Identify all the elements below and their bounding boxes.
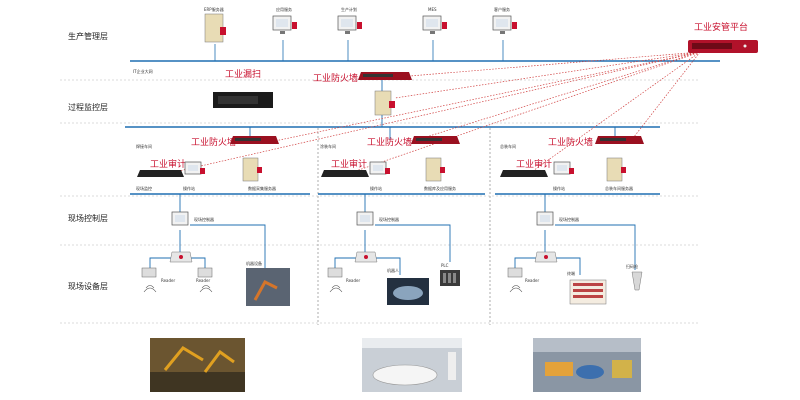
scan-label: 工业漏扫	[225, 68, 261, 80]
device-label: Reader	[161, 278, 176, 283]
workstation-icon	[184, 161, 205, 175]
layer-label-field-device: 现场设备层	[68, 281, 108, 291]
connector	[552, 257, 581, 275]
management-link	[349, 51, 701, 174]
firewall-icon	[595, 136, 644, 144]
layer-label-production: 生产管理层	[68, 31, 108, 41]
management-link	[409, 51, 701, 143]
device-label: Reader	[525, 278, 540, 283]
server-icon	[425, 157, 445, 182]
firewall-label: 工业防火墙	[367, 136, 412, 148]
firewall-label: 工业防火墙	[191, 136, 236, 148]
connector	[555, 224, 636, 270]
welding-line-photo	[150, 338, 245, 392]
workstation-icon	[272, 15, 297, 34]
security-platform-device	[688, 40, 758, 53]
connector	[190, 224, 266, 268]
audit-appliance-icon	[500, 170, 548, 177]
server-label: 总装车间服务器	[605, 185, 633, 191]
station-label: 操作站	[183, 185, 195, 191]
connector	[334, 257, 360, 268]
station-label: 操作站	[370, 185, 382, 191]
connector	[185, 257, 206, 268]
workstation-icon	[369, 161, 390, 175]
top-firewall-label: 工业防火墙	[313, 72, 358, 84]
management-link	[529, 51, 701, 174]
server-label: MES	[428, 7, 437, 12]
management-link	[629, 51, 701, 143]
workshop-name: 总装车间	[500, 143, 516, 149]
network-label: IT企业大网	[133, 68, 153, 74]
rfid-reader-icon	[141, 267, 157, 293]
scanner-appliance-icon	[213, 92, 273, 108]
firewall-icon	[411, 136, 460, 144]
connector	[375, 224, 451, 262]
audit-appliance-icon	[321, 170, 369, 177]
robot-arm-photo	[246, 268, 290, 306]
switch-icon	[354, 251, 378, 263]
firewall-label: 工业防火墙	[548, 136, 593, 148]
server-label: 数据库及应用服务	[424, 185, 456, 191]
controller-label: 现场控制器	[379, 216, 399, 222]
workshop-name: 焊接车间	[136, 143, 152, 149]
controller-label: 现场控制器	[194, 216, 214, 222]
firewall-icon	[358, 72, 412, 80]
connector	[370, 257, 401, 275]
platform-label: 工业安管平台	[694, 21, 748, 33]
workshop-name: 涂装车间	[320, 143, 336, 149]
firewall-icon	[230, 136, 279, 144]
station-label: 操作站	[553, 185, 565, 191]
workstation-icon	[553, 161, 574, 175]
connector	[149, 257, 180, 268]
audit-label: 工业审计	[331, 158, 367, 170]
layer-label-field-control: 现场控制层	[68, 213, 108, 223]
connector	[514, 257, 540, 268]
switch-icon	[534, 251, 558, 263]
device-label: 终端	[567, 270, 575, 276]
workstation-icon	[337, 15, 362, 34]
device-label: 机器设备	[246, 260, 262, 266]
device-label: 机器人	[387, 267, 399, 273]
barcode-scanner-icon	[631, 271, 643, 291]
assembly-line-photo	[533, 338, 641, 392]
controller-label: 现场控制器	[559, 216, 579, 222]
server-label: 客户服务	[494, 6, 510, 12]
audit-appliance-icon	[137, 170, 184, 177]
rfid-reader-icon	[197, 267, 213, 293]
management-link	[394, 51, 701, 99]
plc-icon	[440, 270, 460, 286]
workstation-icon	[492, 15, 517, 34]
workstation-icon	[422, 15, 447, 34]
rfid-reader-icon	[507, 267, 523, 293]
switch-icon	[169, 251, 193, 263]
server-label: 生产计划	[341, 6, 357, 12]
painting-line-photo	[362, 338, 462, 392]
device-label: PLC	[441, 263, 449, 268]
controller-icon	[171, 211, 189, 226]
device-label: 扫码枪	[626, 263, 638, 269]
device-label: Reader	[346, 278, 361, 283]
audit-label: 工业审计	[150, 158, 186, 170]
management-link	[269, 51, 701, 143]
server-label: 应用服务	[276, 6, 292, 12]
station-label: 现场监控	[136, 185, 152, 191]
rfid-reader-icon	[327, 267, 343, 293]
device-label: Reader	[196, 278, 211, 283]
server-icon	[606, 157, 626, 182]
terminal-rack-icon	[569, 279, 607, 305]
management-link	[169, 51, 701, 174]
server-label: 数据采集服务器	[248, 185, 276, 191]
audit-label: 工业审计	[516, 158, 552, 170]
controller-icon	[356, 211, 374, 226]
server-label: ERP服务器	[204, 6, 224, 12]
server-icon	[204, 13, 226, 43]
server-icon	[242, 157, 262, 182]
management-link	[409, 51, 701, 77]
layer-label-process: 过程监控层	[68, 102, 108, 112]
controller-icon	[536, 211, 554, 226]
robot-photo	[387, 278, 429, 305]
server-icon	[374, 90, 395, 116]
